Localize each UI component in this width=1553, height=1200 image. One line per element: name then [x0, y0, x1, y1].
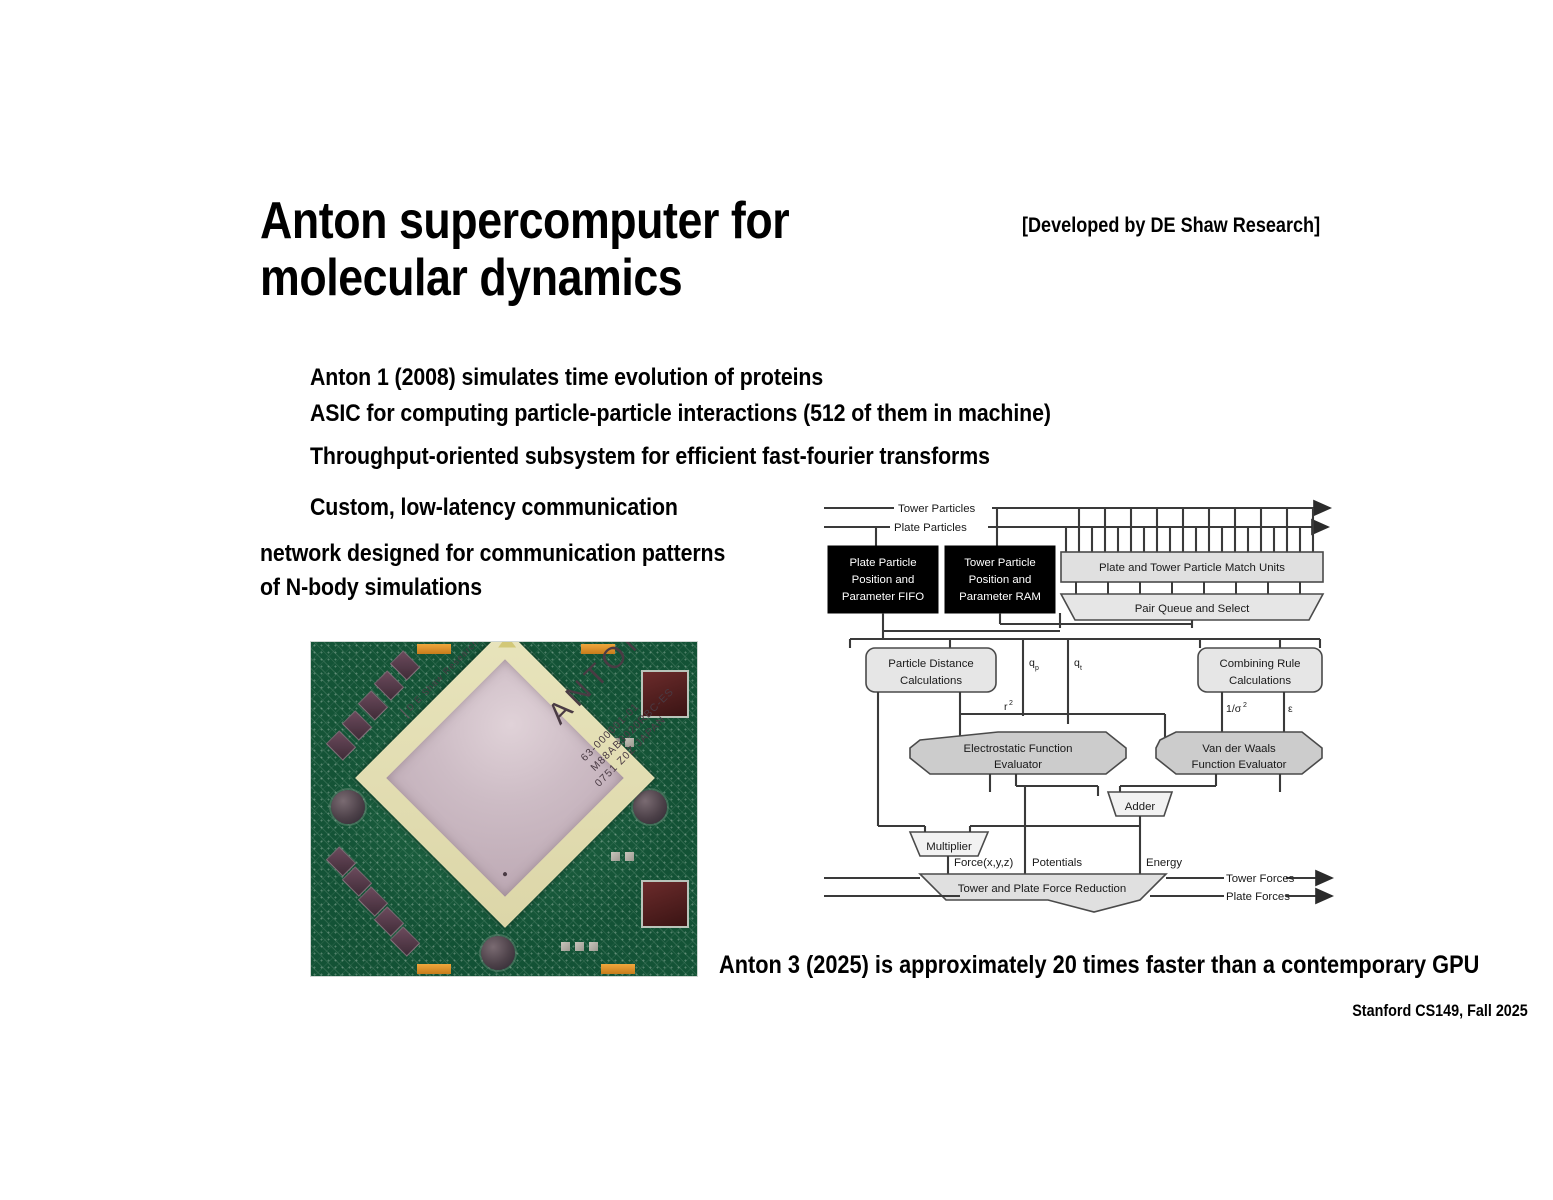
signal-label-qt: q	[1074, 657, 1080, 669]
particle-distance-line2: Calculations	[900, 675, 962, 687]
adder-label: Adder	[1125, 801, 1156, 813]
capacitor-bank	[641, 880, 689, 928]
pair-queue-label: Pair Queue and Select	[1135, 603, 1250, 615]
electrostatic-line2: Evaluator	[994, 759, 1042, 771]
solder-pad	[417, 644, 451, 654]
bullet-item: network designed for communication patte…	[260, 540, 726, 567]
vdw-line2: Function Evaluator	[1192, 759, 1287, 771]
signal-label-qp: q	[1029, 657, 1035, 669]
tower-ram-line3: Parameter RAM	[959, 591, 1041, 603]
particle-distance-block	[865, 647, 997, 693]
page-title: Anton supercomputer for molecular dynami…	[260, 192, 790, 308]
tower-particle-ram-block	[944, 545, 1056, 614]
force-reduction-block	[918, 873, 1168, 913]
tower-ram-line2: Position and	[969, 574, 1032, 586]
package-orientation-marker	[498, 642, 517, 648]
output-label-plate-forces: Plate Forces	[1226, 891, 1290, 903]
adder-block	[1106, 791, 1174, 817]
match-units-block	[1060, 551, 1324, 583]
signal-label-force: Force(x,y,z)	[954, 857, 1013, 869]
bus-label-plate-particles: Plate Particles	[894, 522, 967, 534]
electrostatic-evaluator-block	[909, 731, 1127, 775]
footer-credit: Stanford CS149, Fall 2025	[1352, 1002, 1528, 1020]
smd-resistor	[611, 852, 620, 861]
combining-rule-block	[1197, 647, 1323, 693]
smd-resistor	[575, 942, 584, 951]
bullet-item: Throughput-oriented subsystem for effici…	[310, 443, 990, 470]
mount-screw	[481, 936, 515, 970]
force-reduction-label: Tower and Plate Force Reduction	[958, 883, 1126, 895]
bottom-caption: Anton 3 (2025) is approximately 20 times…	[719, 951, 1480, 979]
plate-particle-fifo-block	[827, 545, 939, 614]
vdw-line1: Van der Waals	[1202, 743, 1276, 755]
mount-screw	[331, 790, 365, 824]
particle-distance-line1: Particle Distance	[888, 658, 973, 670]
anton-pipeline-diagram: Tower Particles Plate Particles Plate Pa…	[820, 496, 1345, 916]
smd-resistor	[625, 852, 634, 861]
bullet-item: Custom, low-latency communication	[310, 494, 678, 521]
bullet-item: of N-body simulations	[260, 574, 482, 601]
die-pin1-marker	[502, 871, 508, 877]
bullet-item: Anton 1 (2008) simulates time evolution …	[310, 364, 824, 391]
signal-label-epsilon: ε	[1288, 703, 1293, 715]
pair-queue-block	[1059, 593, 1325, 621]
signal-label-r2: r	[1004, 701, 1008, 713]
anton-chip-photo: D E Shaw Research ANTON 63-000001-01 M88…	[310, 641, 698, 977]
mount-screw	[633, 790, 667, 824]
bus-label-tower-particles: Tower Particles	[898, 503, 976, 515]
signal-label-r2-sup: 2	[1009, 700, 1013, 707]
signal-label-qt-sub: t	[1080, 665, 1082, 672]
smd-resistor	[589, 942, 598, 951]
signal-label-sigma-sup: 2	[1243, 702, 1247, 709]
electrostatic-line1: Electrostatic Function	[964, 743, 1073, 755]
combining-rule-line1: Combining Rule	[1219, 658, 1300, 670]
tower-ram-line1: Tower Particle	[964, 557, 1036, 569]
match-units-label: Plate and Tower Particle Match Units	[1099, 562, 1285, 574]
smd-resistor	[561, 942, 570, 951]
smd-resistor	[625, 738, 634, 747]
combining-rule-line2: Calculations	[1229, 675, 1291, 687]
plate-fifo-line3: Parameter FIFO	[842, 591, 924, 603]
multiplier-label: Multiplier	[926, 841, 972, 853]
signal-label-potentials: Potentials	[1032, 857, 1082, 869]
signal-label-sigma: 1/σ	[1226, 703, 1242, 715]
signal-label-energy: Energy	[1146, 857, 1182, 869]
multiplier-block	[908, 831, 990, 857]
title-credit: [Developed by DE Shaw Research]	[1022, 214, 1321, 237]
bullet-item: ASIC for computing particle-particle int…	[310, 400, 1051, 427]
plate-fifo-line2: Position and	[852, 574, 915, 586]
output-label-tower-forces: Tower Forces	[1226, 873, 1295, 885]
solder-pad	[581, 644, 615, 654]
capacitor-bank	[641, 670, 689, 718]
vdw-evaluator-block	[1155, 731, 1323, 775]
solder-pad	[601, 964, 635, 974]
solder-pad	[417, 964, 451, 974]
plate-fifo-line1: Plate Particle	[849, 557, 916, 569]
signal-label-qp-sub: p	[1035, 665, 1039, 672]
